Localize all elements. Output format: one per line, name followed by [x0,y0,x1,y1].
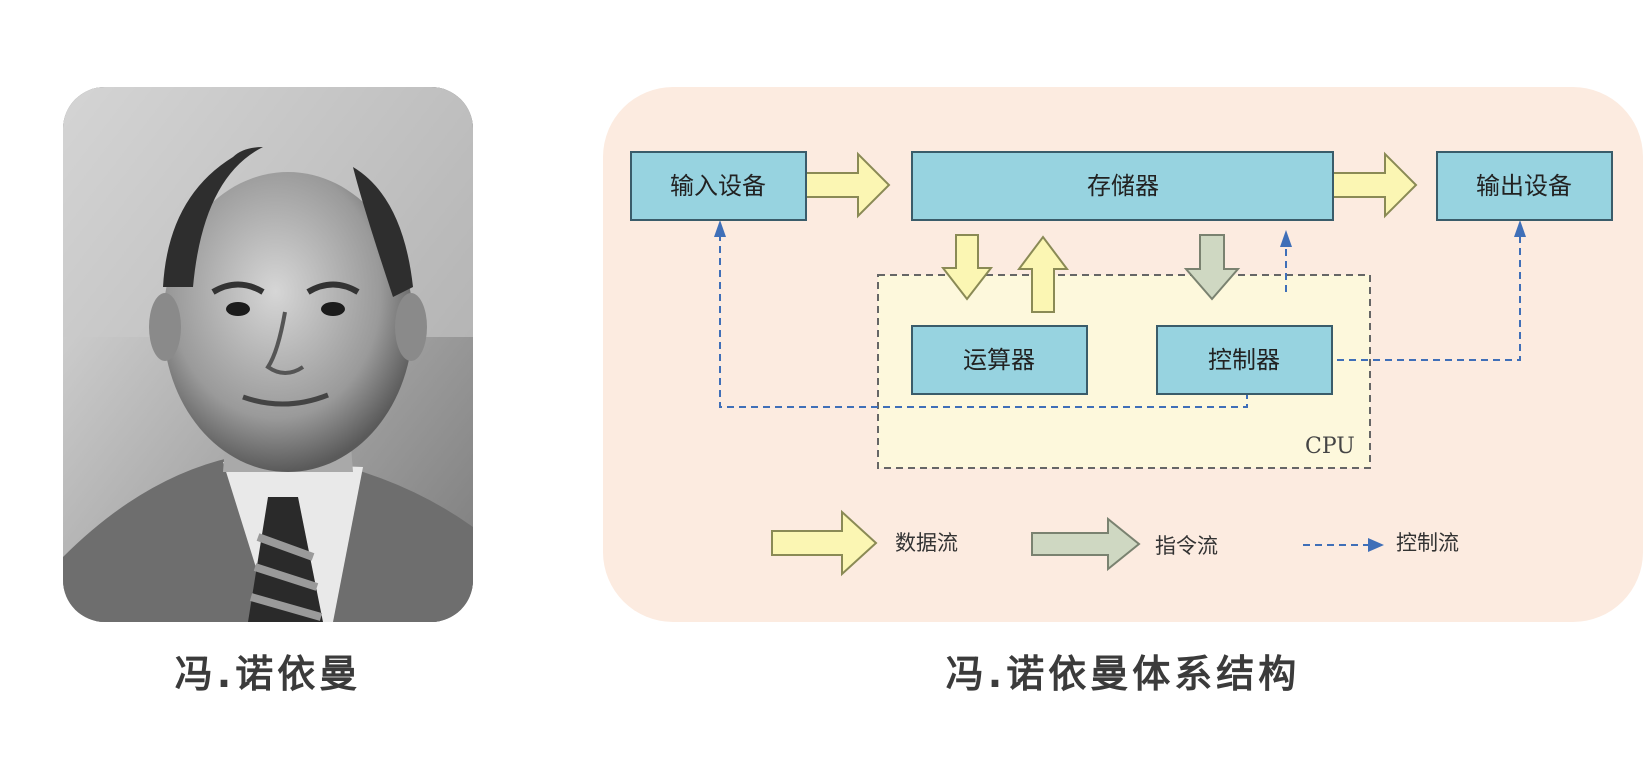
node-control-unit: 控制器 [1157,326,1332,394]
legend-control-flow-arrowhead [1368,538,1384,552]
portrait-photo [63,87,473,622]
legend-instruction-flow-arrow [1032,519,1139,569]
data-flow-arrow-input-memory [806,154,889,216]
node-memory: 存储器 [912,152,1333,220]
node-alu: 运算器 [912,326,1087,394]
legend-data-flow-arrow [772,512,876,574]
legend: 数据流 指令流 控制流 [772,512,1459,574]
node-output-label: 输出设备 [1476,172,1572,200]
control-arrowhead-output [1514,220,1526,237]
legend-data-flow-label: 数据流 [895,531,958,555]
node-input-device: 输入设备 [631,152,806,220]
node-alu-label: 运算器 [963,346,1035,374]
control-arrowhead-memory [1280,230,1292,247]
legend-instruction-flow-label: 指令流 [1155,534,1218,558]
diagram-caption: 冯.诺依曼体系结构 [603,650,1643,698]
node-memory-label: 存储器 [1087,172,1159,200]
portrait-caption: 冯.诺依曼 [63,650,473,698]
data-flow-arrow-memory-output [1333,154,1416,216]
node-control-label: 控制器 [1208,346,1280,374]
control-arrowhead-input [714,220,726,237]
node-input-label: 输入设备 [670,172,766,200]
cpu-label: CPU [1305,434,1355,459]
legend-control-flow-label: 控制流 [1396,531,1459,555]
node-output-device: 输出设备 [1437,152,1612,220]
architecture-diagram: CPU 输入设备 存储器 输出 [603,87,1643,622]
